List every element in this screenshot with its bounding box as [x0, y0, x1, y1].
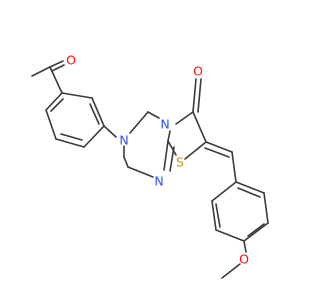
- bond: [243, 240, 247, 253]
- bond: [49, 66, 63, 94]
- ring-nitrogen-lower-label: N: [119, 133, 128, 148]
- bond: [55, 138, 85, 148]
- bond: [103, 125, 117, 138]
- bond: [237, 187, 261, 198]
- bond: [50, 98, 64, 112]
- atom-labels: O N N N S O O: [66, 53, 249, 267]
- ring-nitrogen-upper-label: N: [160, 117, 169, 132]
- bond: [175, 111, 194, 125]
- bond: [45, 92, 63, 111]
- bond: [215, 229, 245, 242]
- bond: [147, 111, 160, 119]
- bond: [127, 166, 154, 178]
- bond: [235, 181, 265, 194]
- bond: [192, 111, 207, 143]
- bond: [205, 141, 233, 153]
- bonds: [31, 60, 269, 279]
- bond: [83, 125, 105, 148]
- bond: [61, 92, 93, 99]
- bond: [243, 222, 269, 242]
- bond: [167, 130, 171, 142]
- bond: [231, 151, 237, 183]
- bond: [247, 223, 265, 237]
- lactam-oxygen-label: O: [193, 64, 203, 79]
- carbonyl-oxygen-label: O: [66, 53, 76, 68]
- molecule-structure-diagram: O N N N S O O: [31, 53, 269, 279]
- bond: [129, 111, 149, 134]
- bond: [215, 203, 221, 228]
- ring-nitrogen-imine-label: N: [154, 174, 163, 189]
- bond: [211, 181, 237, 202]
- bond: [89, 103, 100, 125]
- methoxy-oxygen-label: O: [239, 252, 249, 267]
- bond: [184, 141, 207, 160]
- bond: [167, 140, 177, 156]
- bond: [51, 64, 65, 72]
- thiazole-sulfur-label: S: [176, 155, 184, 170]
- bond: [192, 78, 197, 113]
- bond: [49, 60, 64, 68]
- bond: [211, 200, 217, 231]
- bond: [204, 147, 230, 158]
- bond: [45, 109, 57, 140]
- bond: [31, 66, 51, 77]
- bond: [163, 140, 169, 171]
- bond: [91, 97, 105, 127]
- bond: [60, 133, 83, 141]
- molecule-canvas: O N N N S O O: [31, 53, 269, 279]
- bond: [123, 156, 129, 168]
- bond: [221, 263, 241, 279]
- bond: [197, 78, 202, 113]
- bond: [263, 192, 269, 224]
